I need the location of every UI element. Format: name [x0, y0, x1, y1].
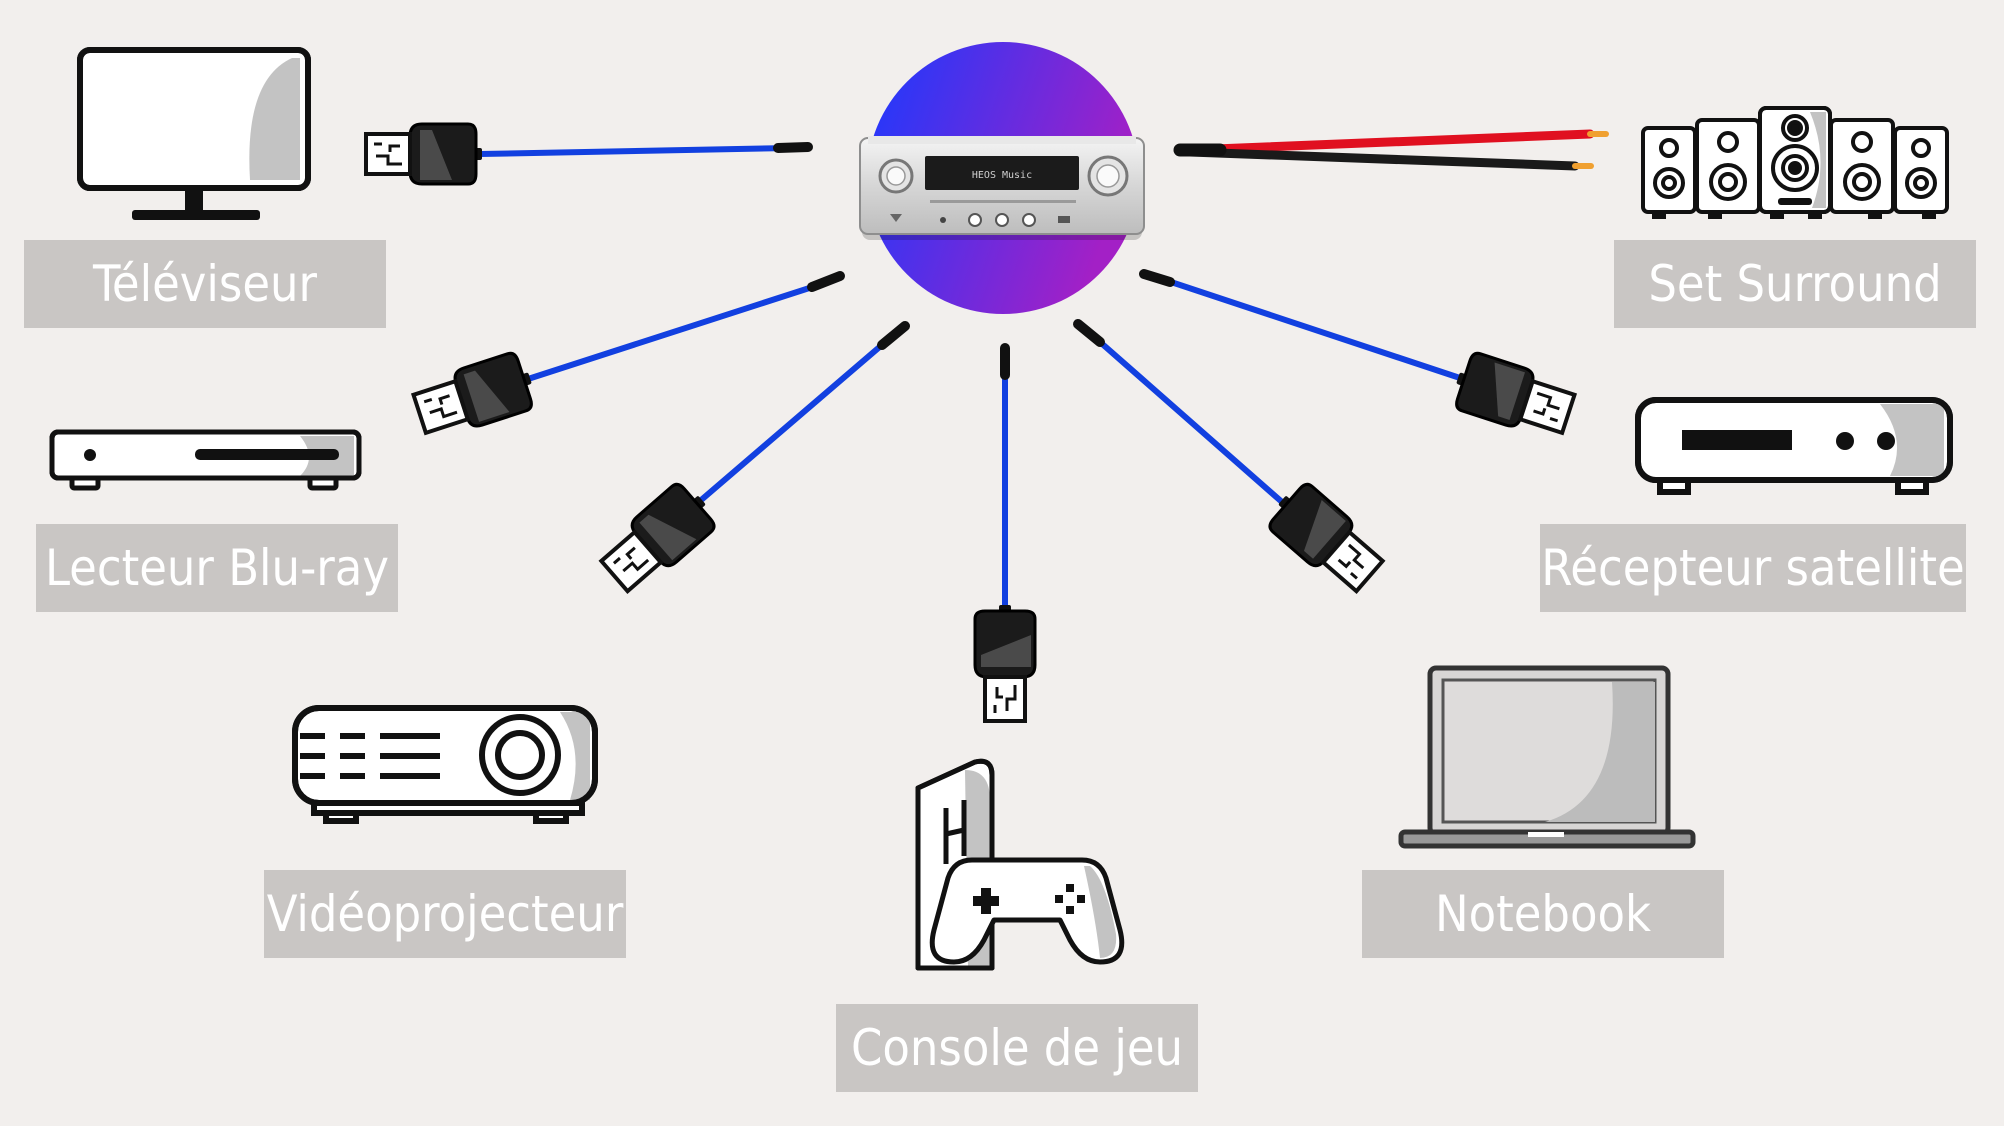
bluray-player-icon — [49, 429, 362, 491]
label-notebook: Notebook — [1362, 870, 1724, 958]
game-console-icon — [915, 758, 1125, 971]
speaker-wires — [1173, 129, 1609, 171]
satellite-receiver-icon — [1635, 397, 1953, 495]
tv-icon — [77, 47, 311, 220]
label-console: Console de jeu — [836, 1004, 1198, 1092]
label-satellite: Récepteur satellite — [1540, 524, 1966, 612]
hdmi-cables — [477, 142, 1463, 613]
surround-speakers-icon — [1641, 106, 1949, 219]
av-receiver-icon: HEOS Music — [859, 42, 1145, 314]
receiver-display-text: HEOS Music — [972, 170, 1032, 181]
label-tv: Téléviseur — [24, 240, 386, 328]
label-surround: Set Surround — [1614, 240, 1976, 328]
label-bluray: Lecteur Blu-ray — [36, 524, 398, 612]
projector-icon — [292, 705, 598, 824]
notebook-icon — [1398, 665, 1696, 849]
label-projector: Vidéoprojecteur — [264, 870, 626, 958]
